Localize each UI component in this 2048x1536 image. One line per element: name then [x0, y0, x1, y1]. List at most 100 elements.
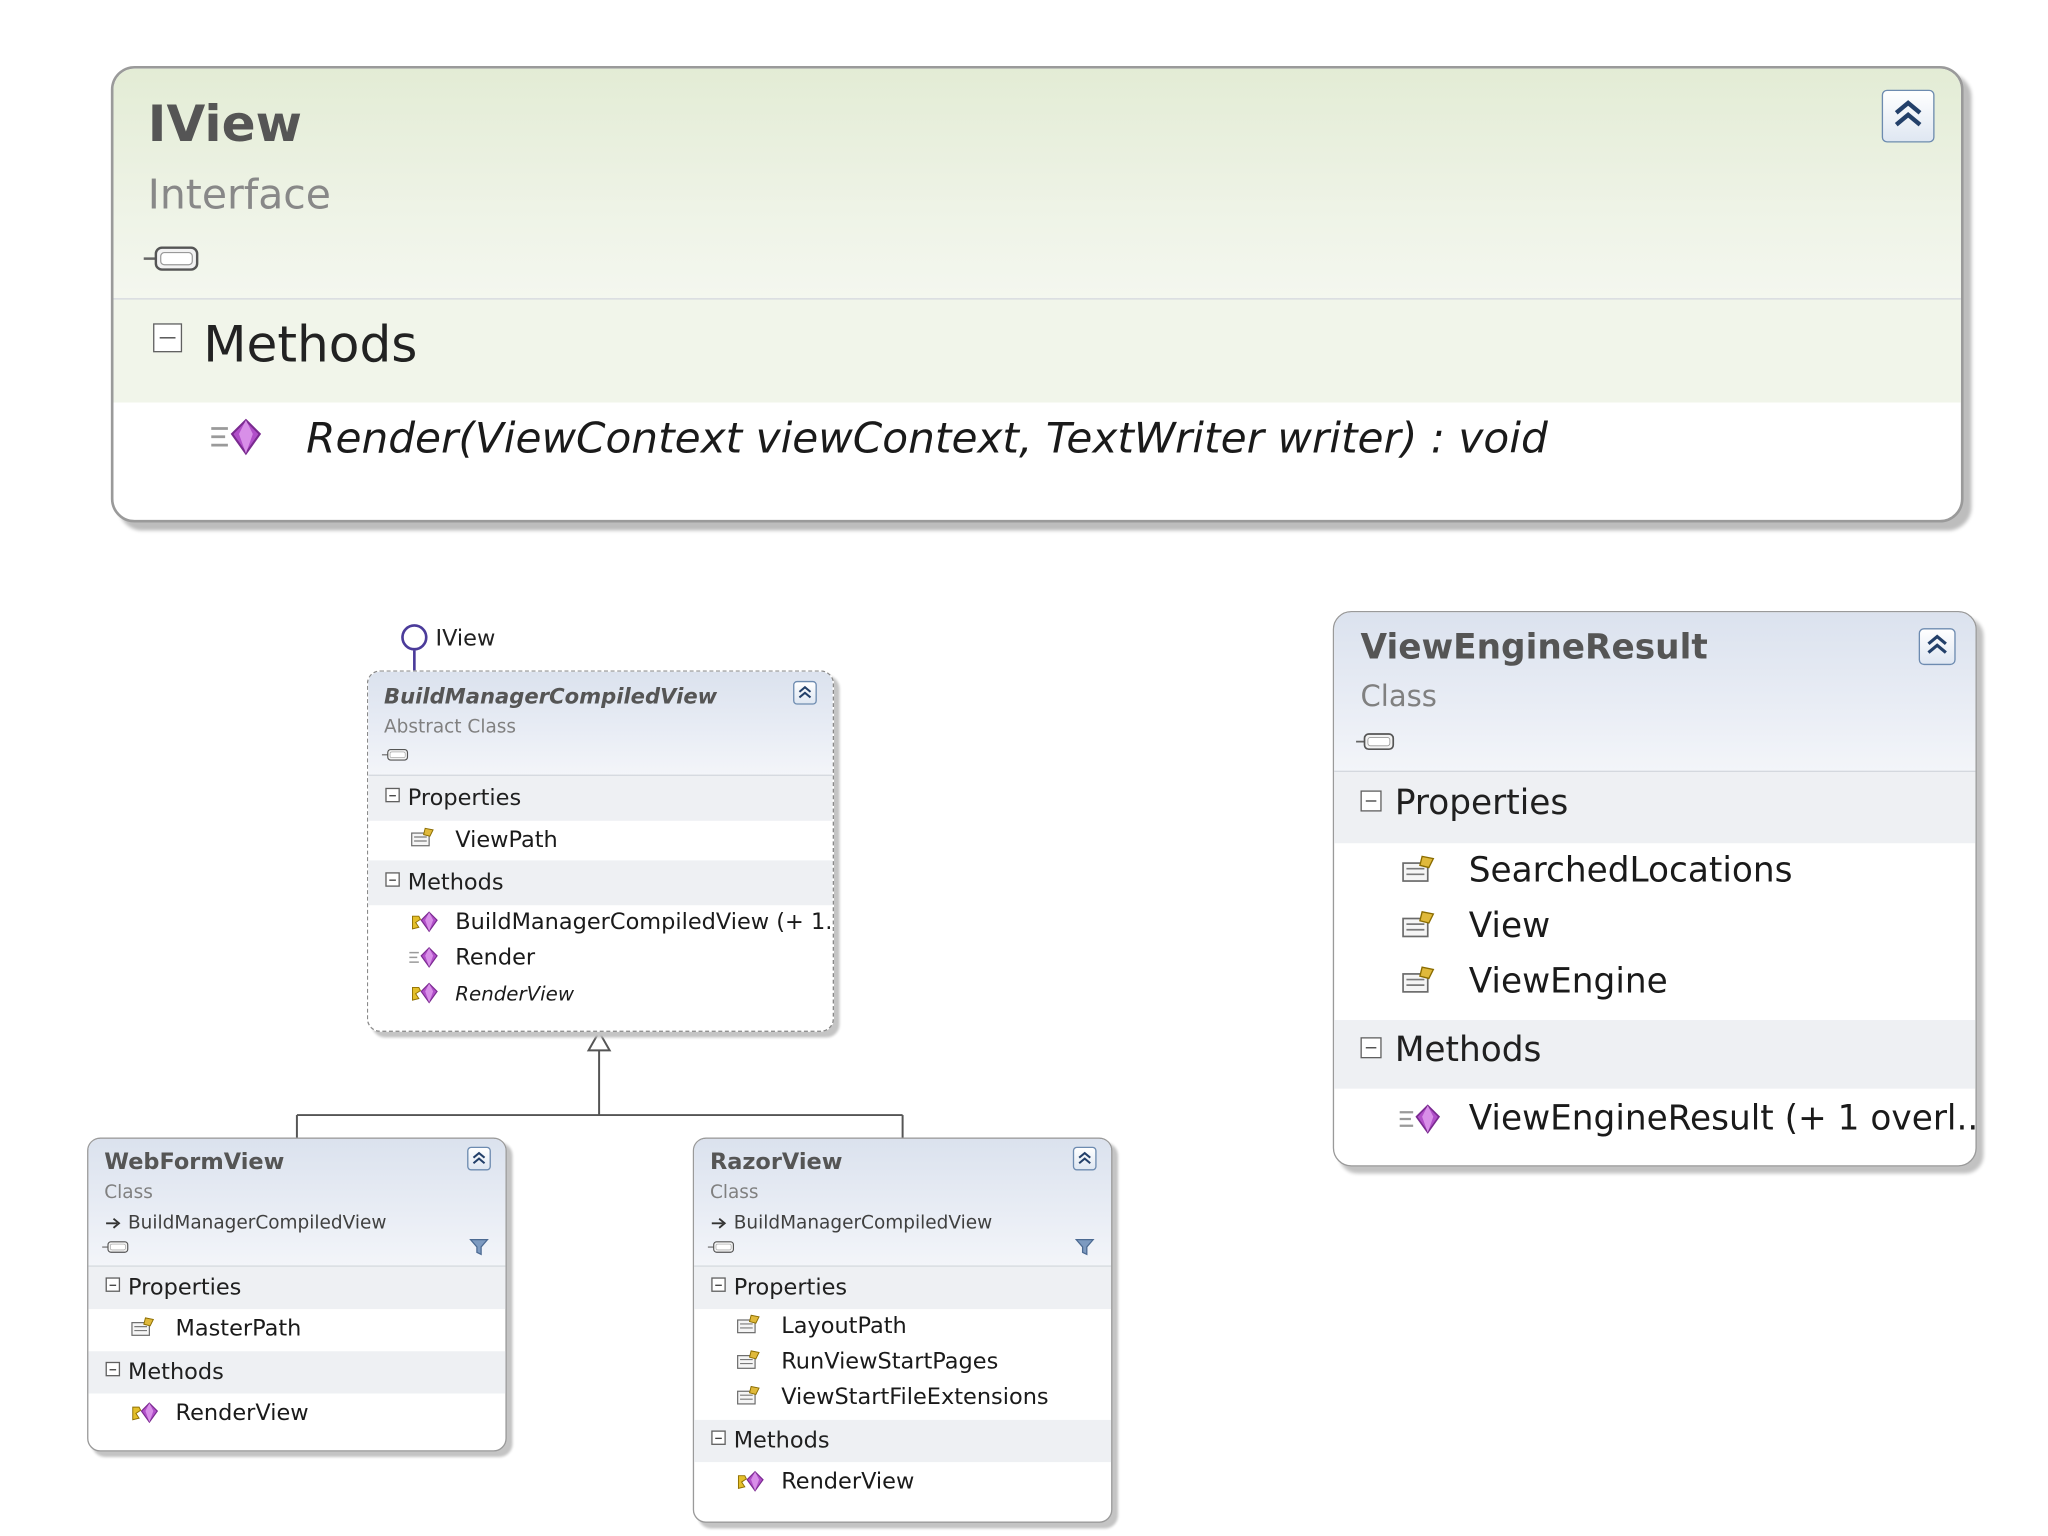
protected-method-icon: [408, 909, 440, 934]
webformview-methods-collapse-toggle[interactable]: [105, 1361, 121, 1377]
plug-icon: [1355, 728, 1397, 754]
viewengineresult-properties-label: Properties: [1394, 783, 1569, 824]
razorview-property-runviewstartpages-label: RunViewStartPages: [781, 1348, 999, 1376]
razorview-collapse-button[interactable]: [1072, 1146, 1097, 1171]
filter-icon[interactable]: [468, 1236, 489, 1257]
property-icon: [1397, 909, 1442, 943]
viewengineresult-class-box[interactable]: ViewEngineResult Class Properties Search…: [1332, 610, 1977, 1167]
bmcv-abstract-class-box[interactable]: BuildManagerCompiledView Abstract Class …: [366, 670, 834, 1032]
viewengineresult-property-searchedlocations-label: SearchedLocations: [1468, 851, 1793, 891]
plug-icon: [381, 746, 410, 764]
iview-kind: Interface: [147, 171, 331, 220]
bmcv-method-render-label: Render: [455, 944, 536, 972]
lollipop-circle: [401, 624, 428, 651]
property-icon: [734, 1313, 766, 1338]
razorview-methods-collapse-toggle[interactable]: [711, 1430, 726, 1445]
viewengineresult-methods-label: Methods: [1394, 1030, 1542, 1071]
double-chevron-up-icon: [1888, 95, 1928, 135]
bmcv-method-constructor-label: BuildManagerCompiledView (+ 1...: [455, 909, 834, 936]
razorview-property-viewstartfileextensions-label: ViewStartFileExtensions: [781, 1384, 1049, 1411]
iview-collapse-button[interactable]: [1881, 89, 1935, 143]
bmcv-properties-section[interactable]: Properties: [368, 775, 833, 821]
plug-icon: [143, 240, 204, 277]
iview-interface-box[interactable]: IView Interface Methods Render(ViewConte…: [110, 65, 1964, 523]
iview-name: IView: [147, 95, 302, 154]
razorview-property-viewstartfileextensions[interactable]: ViewStartFileExtensions: [694, 1380, 1111, 1420]
protected-method-icon: [128, 1400, 160, 1425]
bmcv-methods-collapse-toggle[interactable]: [385, 872, 400, 887]
razorview-properties-section[interactable]: Properties: [694, 1266, 1112, 1310]
bmcv-methods-section[interactable]: Methods: [368, 860, 833, 906]
protected-method-icon: [408, 980, 440, 1005]
iview-method-render[interactable]: Render(ViewContext viewContext, TextWrit…: [113, 402, 1960, 484]
viewengineresult-property-viewengine[interactable]: ViewEngine: [1334, 957, 1975, 1020]
property-icon: [408, 826, 440, 851]
webformview-collapse-button[interactable]: [467, 1146, 491, 1171]
viewengineresult-property-searchedlocations[interactable]: SearchedLocations: [1334, 843, 1975, 901]
property-icon: [734, 1384, 766, 1409]
webformview-property-masterpath-label: MasterPath: [175, 1315, 302, 1343]
viewengineresult-header: ViewEngineResult Class: [1334, 612, 1976, 772]
iview-header: IView Interface: [113, 68, 1961, 300]
bmcv-method-render[interactable]: Render: [368, 941, 832, 977]
viewengineresult-property-view[interactable]: View: [1334, 901, 1975, 956]
property-icon: [128, 1316, 160, 1341]
viewengineresult-collapse-button[interactable]: [1918, 628, 1956, 666]
bmcv-header: BuildManagerCompiledView Abstract Class: [368, 671, 833, 776]
razorview-base-class: BuildManagerCompiledView: [733, 1212, 993, 1234]
razorview-properties-label: Properties: [733, 1274, 848, 1302]
webformview-class-box[interactable]: WebFormView Class BuildManagerCompiledVi…: [87, 1137, 507, 1452]
webformview-properties-label: Properties: [128, 1274, 242, 1302]
bmcv-properties-collapse-toggle[interactable]: [385, 787, 400, 803]
webformview-base-class: BuildManagerCompiledView: [128, 1212, 387, 1234]
viewengineresult-property-viewengine-label: ViewEngine: [1468, 961, 1668, 1002]
iview-methods-collapse-toggle[interactable]: [153, 323, 183, 353]
iview-method-render-label: Render(ViewContext viewContext, TextWrit…: [306, 413, 1548, 464]
property-icon: [1397, 965, 1442, 999]
iview-methods-label: Methods: [203, 315, 418, 374]
property-icon: [734, 1349, 766, 1374]
method-icon: [1397, 1102, 1442, 1136]
bmcv-method-constructor[interactable]: BuildManagerCompiledView (+ 1...: [368, 905, 834, 941]
razorview-property-layoutpath-label: LayoutPath: [781, 1313, 907, 1340]
viewengineresult-properties-collapse-toggle[interactable]: [1360, 790, 1382, 812]
razorview-header: RazorView Class BuildManagerCompiledView: [694, 1138, 1112, 1267]
razorview-class-box[interactable]: RazorView Class BuildManagerCompiledView…: [692, 1137, 1113, 1523]
razorview-methods-label: Methods: [733, 1427, 830, 1455]
viewengineresult-methods-collapse-toggle[interactable]: [1360, 1037, 1382, 1059]
razorview-methods-section[interactable]: Methods: [694, 1419, 1112, 1463]
viewengineresult-name: ViewEngineResult: [1360, 628, 1708, 668]
webformview-property-masterpath[interactable]: MasterPath: [88, 1309, 505, 1351]
webformview-properties-collapse-toggle[interactable]: [105, 1277, 121, 1292]
viewengineresult-kind: Class: [1360, 680, 1437, 714]
razorview-property-runviewstartpages[interactable]: RunViewStartPages: [694, 1345, 1111, 1381]
bmcv-name: BuildManagerCompiledView: [384, 683, 718, 709]
viewengineresult-method-constructor[interactable]: ViewEngineResult (+ 1 overl...: [1334, 1089, 1975, 1155]
razorview-kind: Class: [709, 1182, 759, 1204]
webformview-method-renderview[interactable]: RenderView: [88, 1393, 505, 1435]
bmcv-property-viewpath-label: ViewPath: [455, 827, 558, 854]
iview-methods-section[interactable]: Methods: [113, 299, 1961, 403]
webformview-name: WebFormView: [104, 1149, 285, 1176]
bmcv-properties-label: Properties: [407, 785, 522, 812]
webformview-methods-label: Methods: [128, 1359, 224, 1386]
bmcv-property-viewpath[interactable]: ViewPath: [368, 821, 832, 861]
bmcv-collapse-button[interactable]: [793, 680, 817, 705]
inherit-arrow-icon: [710, 1214, 728, 1232]
method-icon: [208, 416, 263, 458]
bmcv-method-renderview[interactable]: RenderView: [368, 977, 832, 1013]
viewengineresult-properties-section[interactable]: Properties: [1334, 771, 1976, 844]
razorview-property-layoutpath[interactable]: LayoutPath: [694, 1309, 1111, 1345]
viewengineresult-methods-section[interactable]: Methods: [1334, 1020, 1976, 1089]
bmcv-method-renderview-label: RenderView: [455, 981, 575, 1006]
razorview-properties-collapse-toggle[interactable]: [711, 1277, 726, 1292]
double-chevron-up-icon: [1075, 1149, 1093, 1167]
razorview-method-renderview[interactable]: RenderView: [694, 1462, 1111, 1504]
webformview-properties-section[interactable]: Properties: [88, 1266, 506, 1310]
filter-icon[interactable]: [1074, 1236, 1095, 1257]
razorview-method-renderview-label: RenderView: [781, 1468, 915, 1496]
webformview-methods-section[interactable]: Methods: [88, 1351, 506, 1394]
webformview-method-renderview-label: RenderView: [175, 1400, 309, 1427]
double-chevron-up-icon: [470, 1149, 488, 1167]
